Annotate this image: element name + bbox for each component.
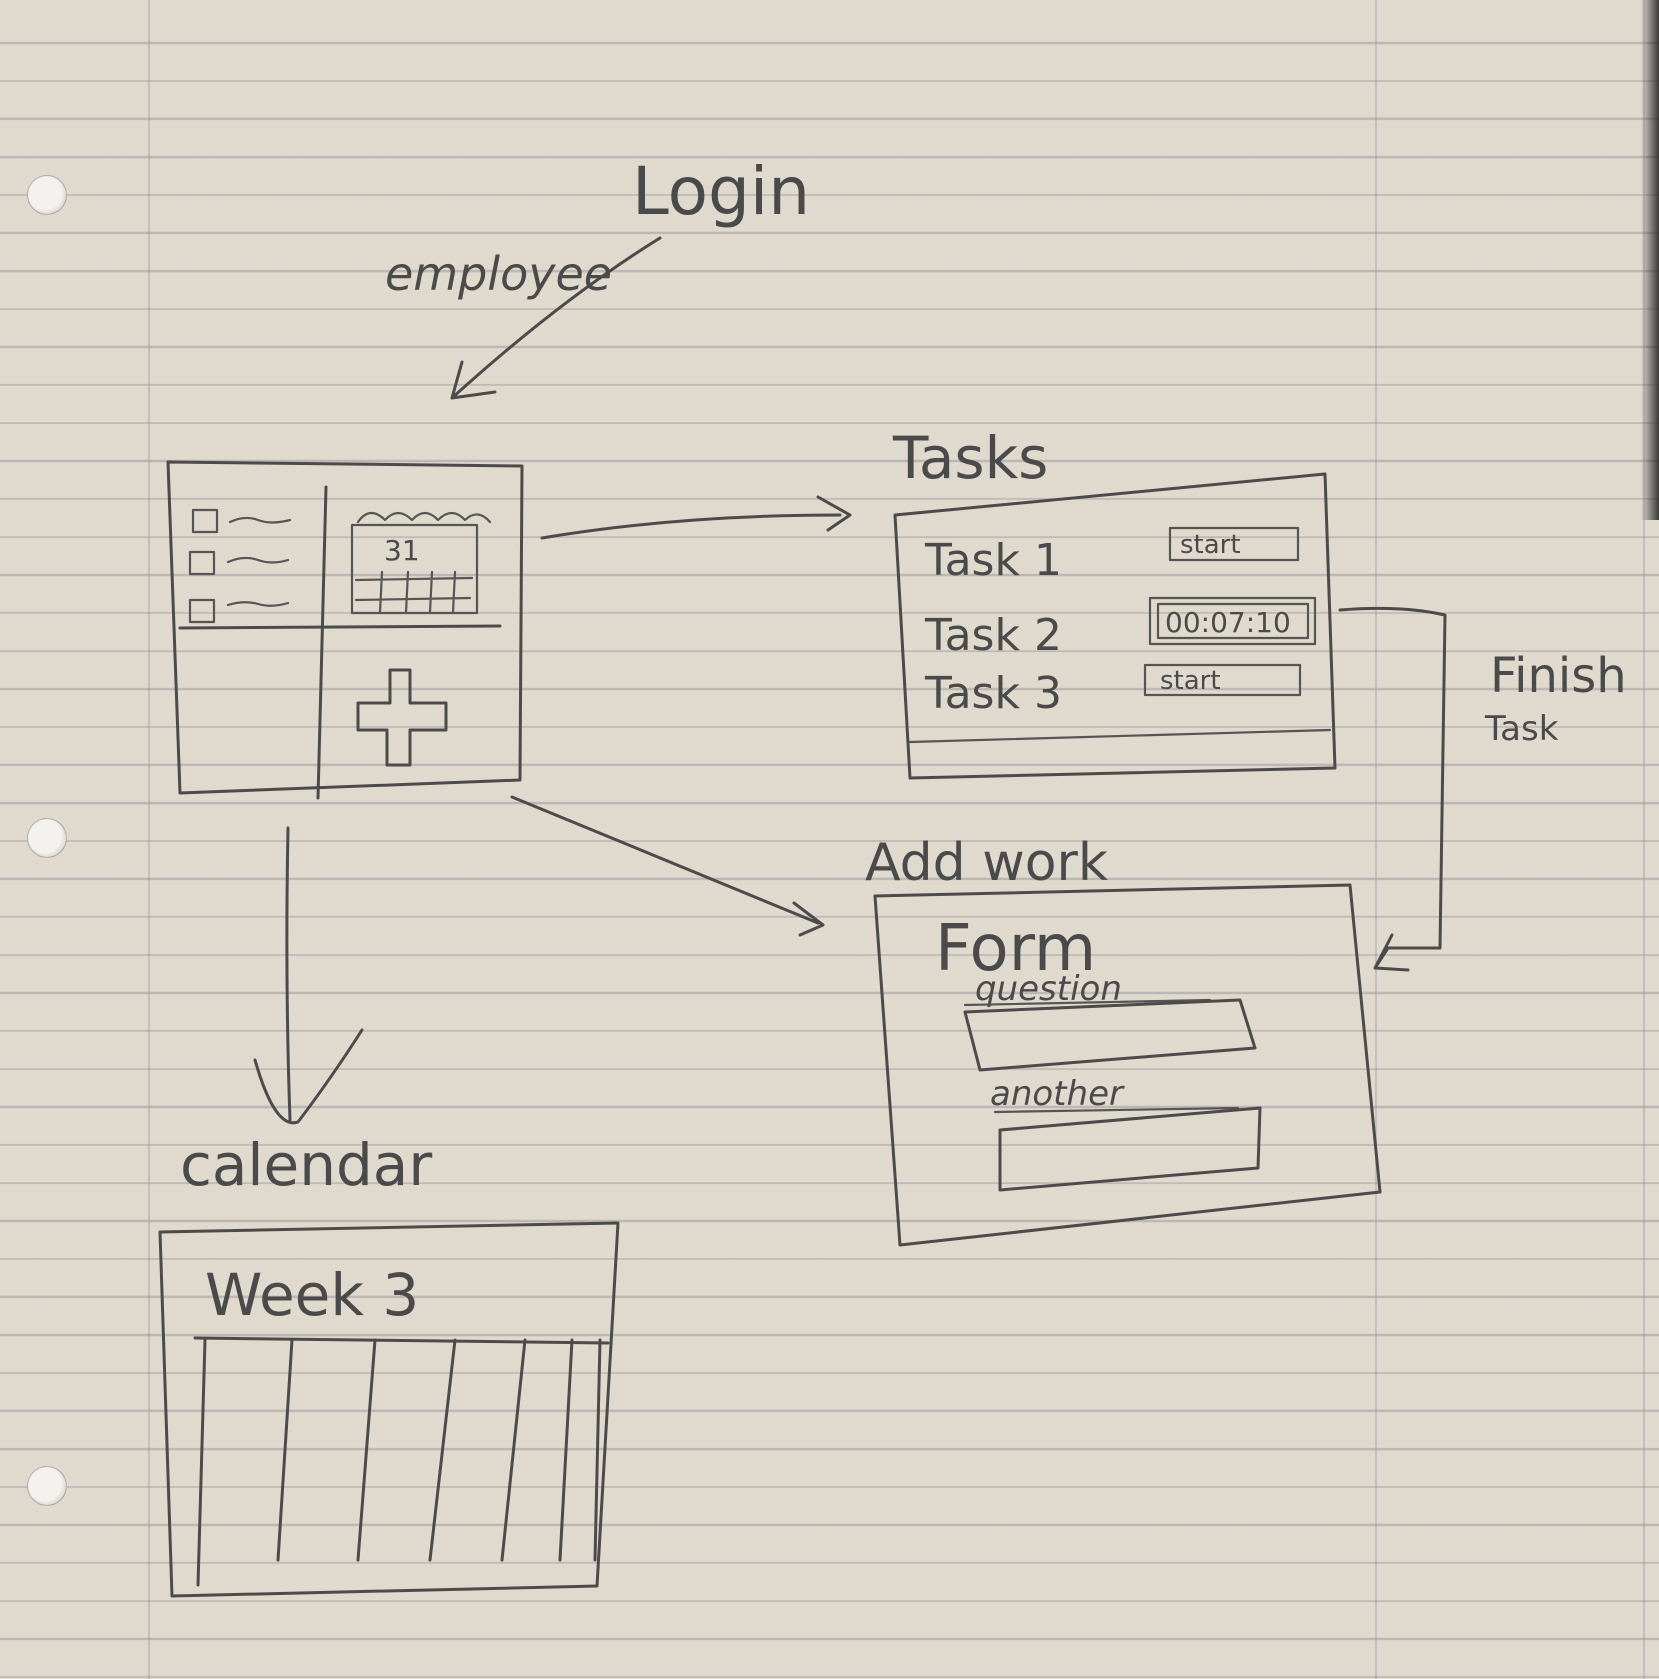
field-2-underline	[993, 1106, 1240, 1114]
tasks-screen-title: Tasks	[892, 424, 1048, 492]
calendar-week-header: Week 3	[205, 1261, 419, 1329]
dashboard-vertical-divider	[316, 485, 328, 800]
calendar-frame	[158, 1221, 620, 1598]
task-3-label: Task 3	[924, 668, 1062, 719]
checkbox-3	[188, 598, 216, 624]
arrow-dashboard-to-tasks	[540, 495, 852, 540]
calendar-widget-frame	[350, 523, 479, 615]
binder-hole-bottom	[27, 1466, 67, 1506]
calendar-header-divider	[193, 1336, 610, 1345]
field-2-input[interactable]	[998, 1106, 1262, 1192]
dashboard-frame	[166, 460, 524, 795]
task-label: Task	[1484, 709, 1559, 749]
task-3-start-button[interactable]	[1143, 663, 1302, 697]
form-title: Form	[935, 912, 1096, 986]
calendar-widget-rings	[356, 511, 492, 524]
checkbox-1-line	[228, 516, 292, 524]
binder-hole-top	[27, 175, 67, 215]
binder-hole-middle	[27, 818, 67, 858]
checkbox-2-line	[226, 556, 290, 564]
task-3-start-label: start	[1160, 666, 1221, 696]
arrow-finish-task	[1338, 606, 1447, 972]
calendar-widget: 31	[350, 511, 492, 615]
edge-label-employee: employee	[385, 247, 612, 301]
field-1-underline	[963, 998, 1212, 1007]
checkbox-1	[191, 508, 219, 534]
page-edge-shadow	[1641, 0, 1659, 520]
arrow-login-to-dashboard	[450, 236, 662, 400]
calendar-day-columns	[196, 1338, 602, 1587]
diagram-title: Login	[632, 153, 810, 230]
task-1-start-label: start	[1180, 530, 1241, 560]
tasks-bottom-line	[908, 728, 1332, 744]
checkbox-2	[188, 550, 216, 576]
calendar-widget-date: 31	[384, 534, 420, 567]
tasks-screen: Task 1 start Task 2 00:07:10 Task 3 star…	[893, 472, 1337, 780]
task-2-timer-inner	[1156, 602, 1310, 640]
task-2-timer-label: 00:07:10	[1165, 606, 1291, 639]
plus-icon	[356, 668, 448, 767]
finish-label: Finish	[1490, 648, 1627, 704]
right-margin-line	[1375, 0, 1377, 1679]
add-work-frame	[873, 883, 1382, 1247]
dashboard-horizontal-divider	[178, 624, 502, 630]
field-2-label: another	[990, 1074, 1125, 1114]
field-1-input[interactable]	[963, 998, 1257, 1072]
dashboard-screen: 31	[166, 460, 524, 800]
calendar-screen: Week 3	[158, 1221, 620, 1598]
far-right-line	[1643, 0, 1645, 1679]
calendar-widget-grid	[354, 570, 474, 614]
task-1-label: Task 1	[924, 535, 1062, 586]
task-1-start-button[interactable]	[1168, 526, 1300, 562]
checkbox-3-line	[226, 601, 290, 607]
calendar-screen-title: calendar	[180, 1131, 432, 1199]
left-margin-line	[148, 0, 150, 1679]
checklist-widget	[188, 508, 292, 624]
arrow-dashboard-to-calendar	[253, 826, 364, 1125]
tasks-frame	[893, 472, 1337, 780]
arrow-dashboard-to-add-work	[510, 795, 825, 937]
add-work-title: Add work	[865, 833, 1108, 893]
task-2-label: Task 2	[924, 610, 1062, 661]
task-2-timer[interactable]	[1148, 596, 1317, 646]
add-work-screen: Form question another	[873, 883, 1382, 1247]
